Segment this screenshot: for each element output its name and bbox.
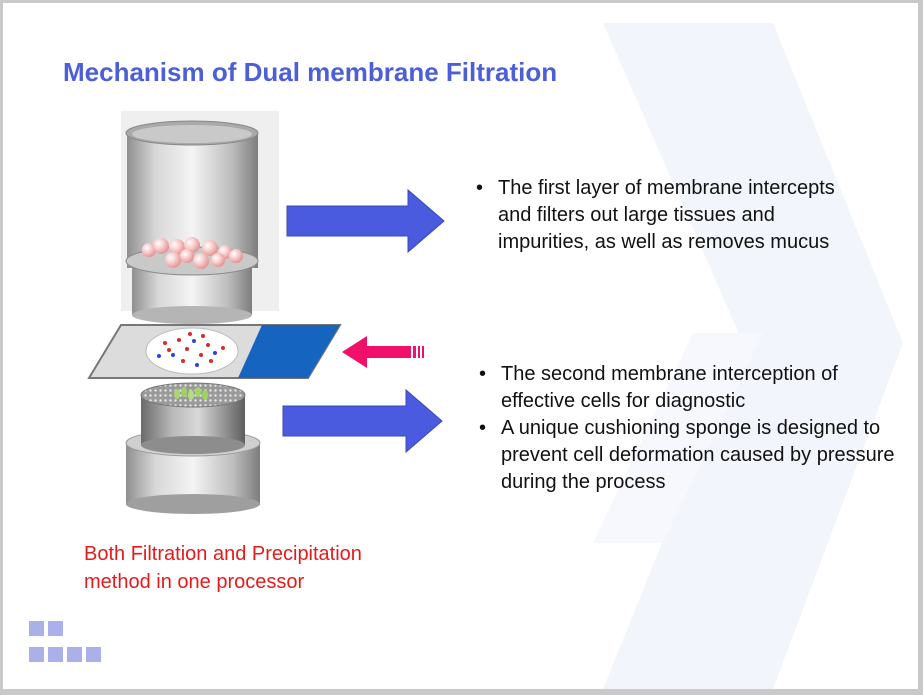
slide-title: Mechanism of Dual membrane Filtration [63,57,558,87]
right-arrow-icon [286,188,445,254]
caption-line-1: Both Filtration and Precipitation [84,543,362,565]
slide: Mechanism of Dual membrane Filtration [3,3,918,689]
tissue-particles [142,237,243,269]
filtration-illustration [87,111,445,514]
bullet-first-layer: The first layer of membrane intercepts a… [472,175,852,256]
right-arrow-icon [282,388,443,454]
caption-line-2: method in one processor [84,571,305,593]
first-layer-bullets: The first layer of membrane intercepts a… [472,175,852,256]
left-arrow-icon [342,336,424,368]
filter-cylinder-icon [121,111,279,324]
cells-on-sponge [174,387,208,400]
cell-dots [157,332,225,367]
sponge-base-icon [125,382,261,514]
bullet-cushioning-sponge: A unique cushioning sponge is designed t… [475,415,895,496]
second-layer-bullets: The second membrane interception of effe… [475,361,895,496]
membrane-slide-icon [87,324,342,379]
bullet-second-membrane: The second membrane interception of effe… [475,361,895,415]
caption: Both Filtration and Precipitation method… [84,540,444,596]
